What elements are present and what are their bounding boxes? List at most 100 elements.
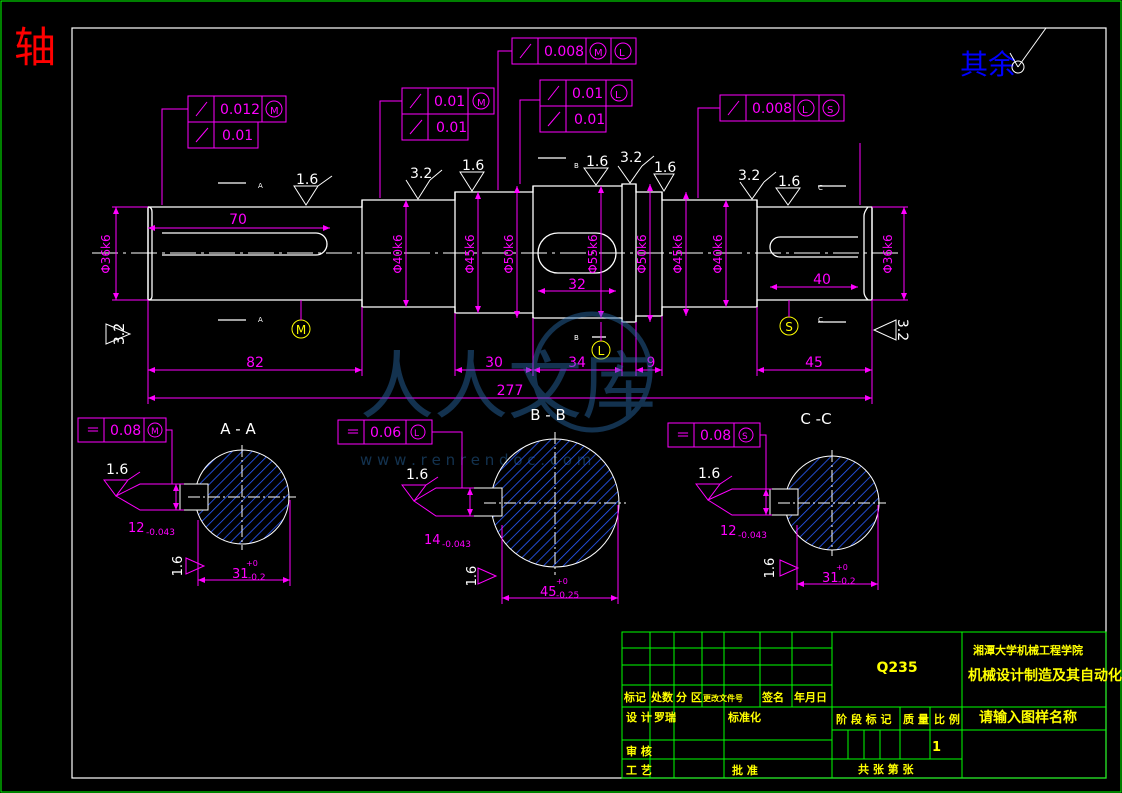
svg-text:0.012: 0.012 xyxy=(220,102,260,118)
ra-label: 1.6 xyxy=(586,154,608,170)
len-30: 30 xyxy=(485,355,503,371)
section-mark: B xyxy=(574,334,579,342)
svg-text:M: M xyxy=(151,427,159,437)
svg-text:0.01: 0.01 xyxy=(574,112,605,128)
ra-label: 1.6 xyxy=(654,160,676,176)
ra-label: 3.2 xyxy=(410,166,432,182)
class-name: 机械设计制造及其自动化班 xyxy=(968,667,1122,684)
svg-text:+0: +0 xyxy=(836,563,848,572)
sheets: 共 张 第 张 xyxy=(858,762,914,776)
inner-border xyxy=(71,27,1107,779)
svg-text:-0.043: -0.043 xyxy=(146,528,175,538)
h-scale: 比 例 xyxy=(934,712,960,726)
svg-text:0.008: 0.008 xyxy=(544,44,584,60)
ra-label: 1.6 xyxy=(462,158,484,174)
svg-text:＝: ＝ xyxy=(86,423,100,439)
dia-dimension-lines xyxy=(112,184,908,322)
dia-label: Φ36k6 xyxy=(881,234,895,273)
section-title: A - A xyxy=(220,420,256,438)
dia-label: Φ55k6 xyxy=(586,234,600,273)
dia-label: Φ50k6 xyxy=(502,234,516,273)
h-process: 工 艺 xyxy=(626,763,652,777)
h-sign: 签名 xyxy=(761,690,784,704)
section-b: B - B ＝ 0.06 L 1.6 1.6 14 -0.043 45 +0 -… xyxy=(337,406,626,604)
h-change: 更改文件号 xyxy=(703,693,743,703)
section-mark: C xyxy=(818,184,823,192)
svg-text:1.6: 1.6 xyxy=(106,462,128,478)
len-34: 34 xyxy=(568,355,586,371)
h-stage: 阶 段 标 记 xyxy=(836,712,892,726)
svg-text:0.08: 0.08 xyxy=(700,428,731,444)
svg-text:-0.25: -0.25 xyxy=(556,591,579,601)
h-date: 年月日 xyxy=(794,690,827,704)
ra-label: 3.2 xyxy=(620,150,642,166)
drawing-name: 请输入图样名称 xyxy=(979,709,1077,726)
section-mark: A xyxy=(258,316,263,324)
svg-text:S: S xyxy=(827,105,833,116)
svg-text:1.6: 1.6 xyxy=(171,556,186,577)
h-std: 标准化 xyxy=(727,710,761,724)
svg-text:0.01: 0.01 xyxy=(434,94,465,110)
len-key2: 32 xyxy=(568,277,586,293)
section-c: C -C ＝ 0.08 S 1.6 1.6 12 -0.043 31 +0 -0… xyxy=(667,410,886,590)
title-block: Q235 湘潭大学机械工程学院 机械设计制造及其自动化班 请输入图样名称 标记 … xyxy=(621,631,1122,779)
svg-text:1.6: 1.6 xyxy=(698,466,720,482)
h-review: 审 核 xyxy=(626,744,652,758)
svg-text:0.01: 0.01 xyxy=(222,128,253,144)
svg-text:-0.2: -0.2 xyxy=(248,573,266,583)
dia-label: Φ36k6 xyxy=(99,234,113,273)
surface-note: 其余 xyxy=(960,48,1016,81)
svg-text:M: M xyxy=(270,106,279,117)
dia-label: Φ40k6 xyxy=(391,234,405,273)
svg-text:+0: +0 xyxy=(556,577,568,586)
ra-label: 1.6 xyxy=(778,174,800,190)
svg-text:0.06: 0.06 xyxy=(370,425,401,441)
svg-text:S: S xyxy=(742,432,748,442)
svg-text:＝: ＝ xyxy=(346,425,360,441)
section-mark: C xyxy=(818,316,823,324)
section-title: B - B xyxy=(530,406,566,424)
svg-text:-0.043: -0.043 xyxy=(442,540,471,550)
material: Q235 xyxy=(876,660,917,676)
dia-label: Φ45k6 xyxy=(671,234,685,273)
svg-text:14: 14 xyxy=(424,533,441,548)
h-approve: 批 准 xyxy=(732,763,758,777)
part-title: 轴 xyxy=(14,23,56,72)
svg-text:M: M xyxy=(594,48,603,59)
dia-label: Φ45k6 xyxy=(463,234,477,273)
len-key3: 40 xyxy=(813,272,831,288)
h-design: 设 计 xyxy=(626,710,652,724)
dia-label: Φ50k6 xyxy=(635,234,649,273)
fcf-4: 0.01 L 0.01 xyxy=(519,79,633,184)
ra-label: 3.2 xyxy=(894,319,910,341)
datum-label: M xyxy=(296,323,306,337)
datum-label: S xyxy=(785,320,793,334)
fcf-2: 0.01 M 0.01 xyxy=(379,87,495,198)
ra-label: 3.2 xyxy=(112,323,128,345)
h-count: 处数 xyxy=(650,690,674,704)
section-mark: B xyxy=(574,162,579,170)
datum-label: L xyxy=(598,344,605,358)
svg-text:0.008: 0.008 xyxy=(752,101,792,117)
svg-text:31: 31 xyxy=(232,567,249,582)
svg-text:+0: +0 xyxy=(246,559,258,568)
h-mark: 标记 xyxy=(623,690,646,704)
designer: 罗瑞 xyxy=(654,710,676,724)
len-82: 82 xyxy=(246,355,264,371)
watermark: 人人文库 w w w . r e n r e n d o c . c o m xyxy=(360,311,656,469)
watermark-brand: 人人文库 xyxy=(360,344,656,430)
svg-text:L: L xyxy=(619,48,625,59)
svg-text:0.01: 0.01 xyxy=(572,86,603,102)
len-key1: 70 xyxy=(229,212,247,228)
fcf-5: 0.008 L S xyxy=(697,94,861,205)
school-name: 湘潭大学机械工程学院 xyxy=(973,643,1083,657)
length-dimension-lines xyxy=(147,225,873,404)
h-weight: 质 量 xyxy=(903,712,929,726)
svg-text:＝: ＝ xyxy=(676,428,690,444)
svg-text:-0.2: -0.2 xyxy=(838,577,856,587)
svg-text:-0.043: -0.043 xyxy=(738,531,767,541)
svg-text:12: 12 xyxy=(128,521,145,536)
